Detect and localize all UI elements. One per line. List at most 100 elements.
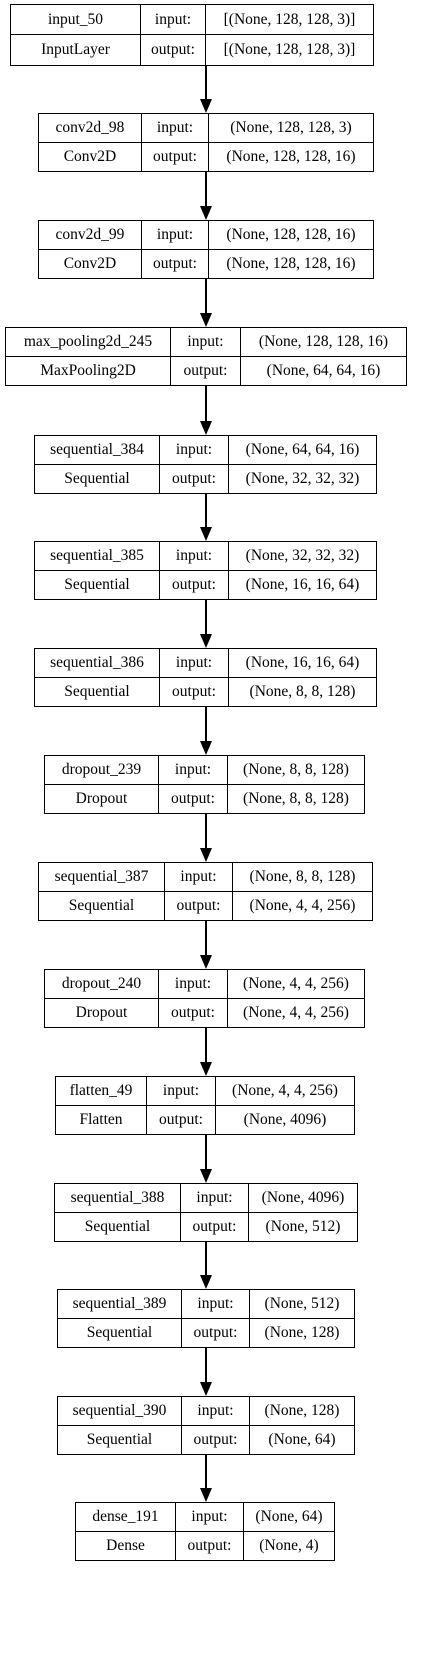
input-shape: (None, 8, 8, 128) (228, 756, 364, 785)
layer-type: Sequential (58, 1318, 182, 1347)
output-label: output: (160, 464, 229, 493)
output-label: output: (165, 891, 233, 920)
layer-type: Sequential (35, 464, 160, 493)
input-label: input: (171, 328, 241, 357)
layer-name: sequential_390 (58, 1397, 182, 1426)
output-label: output: (142, 142, 209, 171)
output-shape: (None, 128, 128, 16) (226, 147, 356, 165)
input-shape: (None, 128, 128, 16) (241, 328, 406, 357)
output-shape: (None, 8, 8, 128) (249, 682, 356, 700)
layer-type: Dropout (45, 784, 159, 813)
output-label: output: (160, 677, 229, 706)
layer-type: Sequential (35, 677, 160, 706)
output-shape: (None, 64, 64, 16) (266, 361, 381, 379)
input-shape: (None, 128, 128, 3) (209, 114, 373, 143)
output-label: output: (171, 356, 241, 385)
input-label: input: (142, 221, 209, 250)
input-shape: (None, 4, 4, 256) (228, 970, 364, 999)
layer-type: Sequential (39, 891, 165, 920)
layer-type: Flatten (56, 1105, 147, 1134)
layer-name: sequential_384 (35, 436, 160, 465)
output-shape: [(None, 128, 128, 3)] (223, 41, 356, 58)
output-shape: (None, 512) (265, 1217, 341, 1235)
layer-type: Dropout (45, 998, 159, 1027)
input-label: input: (165, 863, 233, 892)
layer-type: Sequential (58, 1425, 182, 1454)
input-shape: (None, 128, 128, 16) (209, 221, 373, 250)
output-shape: (None, 4096) (243, 1110, 327, 1128)
layer-name: dense_191 (76, 1503, 176, 1532)
layer-name: conv2d_98 (39, 114, 142, 143)
layer-name: sequential_388 (55, 1184, 181, 1213)
input-shape: (None, 32, 32, 32) (229, 542, 376, 571)
input-shape: (None, 64) (244, 1503, 334, 1532)
input-shape: (None, 8, 8, 128) (233, 863, 372, 892)
layer-type: Dense (76, 1531, 176, 1560)
layer-name: sequential_389 (58, 1290, 182, 1319)
input-shape: [(None, 128, 128, 3)] (206, 5, 373, 35)
output-shape: (None, 4, 4, 256) (243, 1003, 349, 1021)
output-shape: (None, 32, 32, 32) (245, 469, 360, 487)
layer-name: conv2d_99 (39, 221, 142, 250)
output-label: output: (141, 35, 206, 65)
layer-name: sequential_385 (35, 542, 160, 571)
output-label: output: (182, 1318, 250, 1347)
output-shape: (None, 4) (259, 1536, 319, 1554)
layer-name: dropout_240 (45, 970, 159, 999)
layer-name: flatten_49 (56, 1077, 147, 1106)
output-label: output: (182, 1425, 250, 1454)
output-label: output: (160, 570, 229, 599)
input-label: input: (142, 114, 209, 143)
input-label: input: (141, 5, 206, 35)
layer-name: dropout_239 (45, 756, 159, 785)
input-label: input: (147, 1077, 216, 1106)
output-shape: (None, 64) (268, 1430, 336, 1448)
input-label: input: (160, 542, 229, 571)
layer-name: input_50 (11, 5, 141, 35)
output-shape: (None, 4, 4, 256) (249, 896, 356, 914)
input-label: input: (159, 970, 228, 999)
input-label: input: (176, 1503, 244, 1532)
output-shape: (None, 128, 128, 16) (226, 254, 356, 272)
layer-type: Sequential (35, 570, 160, 599)
output-shape: (None, 16, 16, 64) (245, 575, 360, 593)
input-label: input: (160, 649, 229, 678)
output-label: output: (142, 249, 209, 278)
layer-name: max_pooling2d_245 (6, 328, 171, 357)
input-label: input: (160, 436, 229, 465)
input-shape: (None, 64, 64, 16) (229, 436, 376, 465)
input-shape: (None, 16, 16, 64) (229, 649, 376, 678)
input-label: input: (181, 1184, 249, 1213)
layer-type: MaxPooling2D (6, 356, 171, 385)
output-shape: (None, 128) (264, 1323, 340, 1341)
input-shape: (None, 4096) (249, 1184, 357, 1213)
output-shape: (None, 8, 8, 128) (243, 789, 349, 807)
input-shape: (None, 512) (250, 1290, 354, 1319)
layer-type: Conv2D (39, 249, 142, 278)
output-label: output: (176, 1531, 244, 1560)
input-shape: (None, 128) (250, 1397, 354, 1426)
input-label: input: (182, 1290, 250, 1319)
output-label: output: (147, 1105, 216, 1134)
output-label: output: (159, 998, 228, 1027)
layer-name: sequential_386 (35, 649, 160, 678)
input-shape: (None, 4, 4, 256) (216, 1077, 354, 1106)
input-label: input: (182, 1397, 250, 1426)
output-label: output: (181, 1212, 249, 1241)
layer-name: sequential_387 (39, 863, 165, 892)
layer-type: Conv2D (39, 142, 142, 171)
